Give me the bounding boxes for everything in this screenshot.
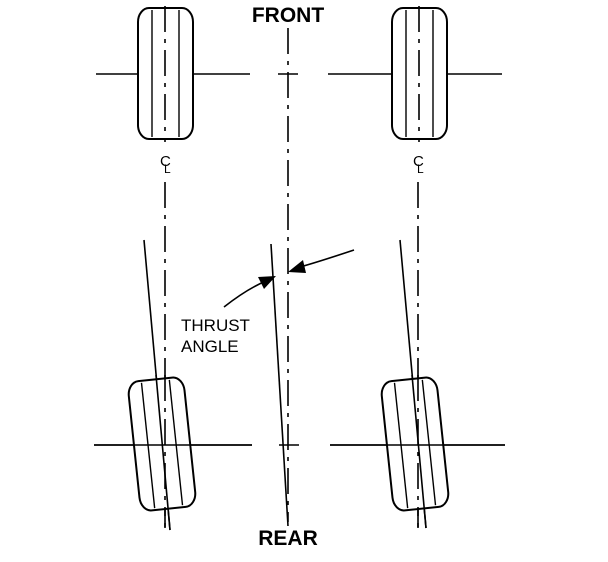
- svg-text:L: L: [164, 162, 171, 176]
- thrust-angle-right-arrow: [288, 249, 355, 273]
- left-centerline-symbol: C L: [160, 153, 171, 176]
- svg-text:THRUST: THRUST: [181, 316, 250, 335]
- thrust-angle-label: THRUST ANGLE: [181, 316, 250, 356]
- front-label: FRONT: [252, 4, 324, 27]
- thrust-angle-left-arrow: [223, 276, 276, 308]
- right-centerline-symbol: C L: [413, 153, 424, 176]
- right-toe-line-over-tire: [411, 374, 427, 529]
- rear-right-tire: [380, 376, 450, 512]
- svg-text:C: C: [413, 153, 424, 170]
- left-toe-line-over-tire: [155, 374, 171, 531]
- svg-text:ANGLE: ANGLE: [181, 337, 239, 356]
- svg-text:C: C: [160, 153, 171, 170]
- thrust-line: [270, 243, 289, 527]
- rear-label: REAR: [258, 527, 318, 550]
- svg-text:L: L: [417, 162, 424, 176]
